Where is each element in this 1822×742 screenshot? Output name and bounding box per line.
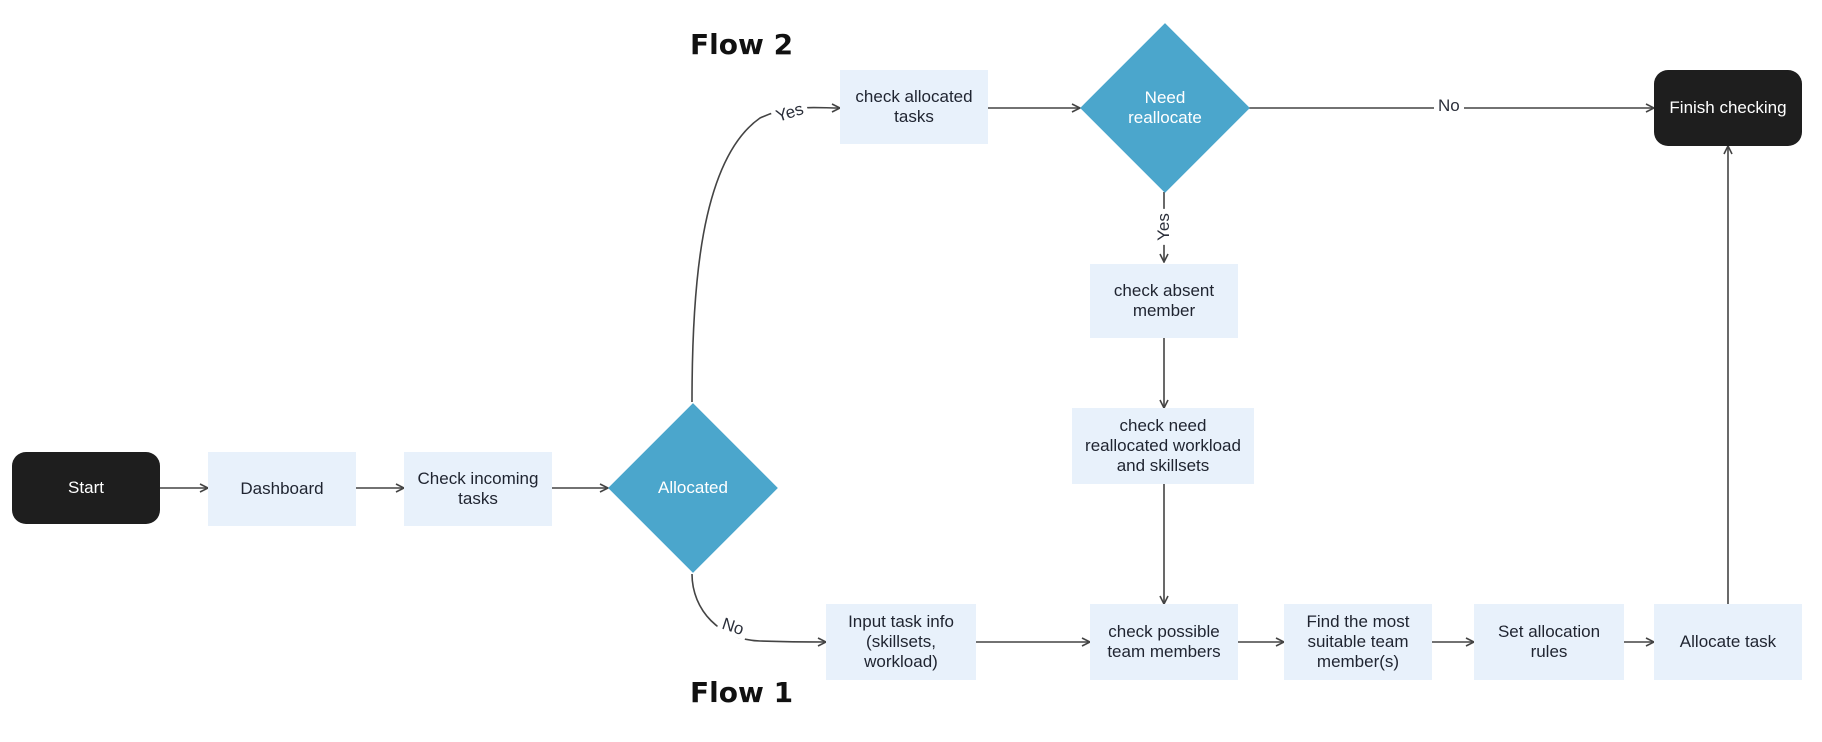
edge-allocated-no xyxy=(691,573,826,642)
flow2-title: Flow 2 xyxy=(690,28,794,61)
find-most-suitable-node: Find the most suitable team member(s) xyxy=(1284,604,1432,680)
dashboard-node: Dashboard xyxy=(208,452,356,526)
need-reallocate-decision: Need reallocate xyxy=(1080,23,1250,193)
set-allocation-rules-node: Set allocation rules xyxy=(1474,604,1624,680)
edge-label-yes-reallocate: Yes xyxy=(1154,209,1173,245)
start-node: Start xyxy=(12,452,160,524)
need-reallocate-decision-label: Need reallocate xyxy=(1128,88,1202,127)
check-absent-member-node: check absent member xyxy=(1090,264,1238,338)
finish-checking-node: Finish checking xyxy=(1654,70,1802,146)
edge-allocated-yes xyxy=(691,107,840,403)
allocate-task-node: Allocate task xyxy=(1654,604,1802,680)
allocated-decision: Allocated xyxy=(608,403,778,573)
allocated-decision-label: Allocated xyxy=(658,478,728,497)
check-allocated-tasks-node: check allocated tasks xyxy=(840,70,988,144)
check-incoming-tasks-node: Check incoming tasks xyxy=(404,452,552,526)
check-need-reallocated-node: check need reallocated workload and skil… xyxy=(1072,408,1254,484)
edge-label-no-reallocate: No xyxy=(1434,97,1464,115)
check-possible-team-members-node: check possible team members xyxy=(1090,604,1238,680)
flow1-title: Flow 1 xyxy=(690,676,794,709)
input-task-info-node: Input task info (skillsets, workload) xyxy=(826,604,976,680)
